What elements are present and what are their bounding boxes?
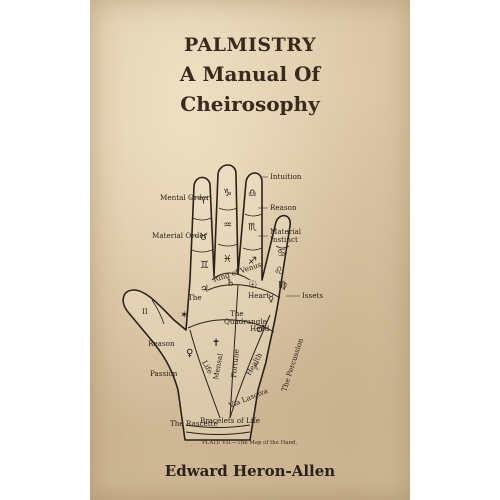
mars-icon: ♂ <box>256 324 265 335</box>
virgo-icon: ♍ <box>278 280 287 291</box>
label-bracelets: Bracelets of Life <box>200 416 260 425</box>
heart-line <box>207 284 281 299</box>
aries-icon: ♈ <box>199 196 208 207</box>
joint-ring-2 <box>242 247 263 251</box>
joint-ring-1 <box>244 213 263 217</box>
label-material-instinct-1: Material <box>270 227 302 236</box>
palm-map-illustration: Mental Order Material Order Intuition Re… <box>122 164 323 446</box>
mercury-icon: ☿ <box>268 294 274 305</box>
author-name: Edward Heron-Allen <box>164 462 336 480</box>
venus-icon: ♀ <box>186 348 193 359</box>
scorpio-icon: ♏ <box>248 222 257 233</box>
label-the-percussion: The Percussion <box>279 337 305 393</box>
label-fortune: Fortune <box>229 349 241 379</box>
label-reason-finger: Reason <box>270 203 297 212</box>
leo-icon: ♌ <box>274 266 283 277</box>
book-cover: PALMISTRY A Manual Of Cheirosophy <box>90 0 410 500</box>
label-heart: Heart <box>248 291 269 300</box>
label-head: Head <box>250 324 270 333</box>
life-line <box>189 329 221 419</box>
sagittarius-icon: ♐ <box>248 256 257 267</box>
aquarius-icon: ♒ <box>223 220 232 231</box>
joint-little-1 <box>275 245 290 249</box>
label-quadrangle-1: The <box>230 309 244 318</box>
sun-icon: ☉ <box>248 280 257 291</box>
fortune-line <box>229 284 239 419</box>
joint-middle-1 <box>218 207 238 211</box>
health-line <box>229 314 271 419</box>
pisces-icon: ♓ <box>223 254 232 265</box>
label-issets: Issets <box>302 291 323 300</box>
joint-index-2 <box>191 249 213 253</box>
ring-of-venus <box>211 272 251 281</box>
cancer-icon: ♋ <box>277 248 286 259</box>
label-material-order: Material Order <box>152 231 208 240</box>
joint-thumb <box>151 299 165 325</box>
bracelet-2 <box>185 431 251 435</box>
libra-icon: ♎ <box>248 188 257 199</box>
plate-caption: PLATE VII.—The Map of the Hand. <box>202 440 298 446</box>
title-line-3: Cheirosophy <box>180 92 320 116</box>
hand-outline <box>122 164 291 441</box>
label-passion: Passion <box>150 369 178 378</box>
cross-icon: ✝ <box>212 338 220 349</box>
taurus-icon: ♉ <box>199 232 208 243</box>
star-icon: ✶ <box>180 310 188 321</box>
label-mental-order: Mental Order <box>160 193 210 202</box>
label-quadrangle-2: Quadrangle <box>224 317 267 326</box>
label-intuition: Intuition <box>270 172 302 181</box>
gemini-icon: ♊ <box>200 260 209 271</box>
head-line <box>187 319 275 333</box>
label-reason: Reason <box>148 339 175 348</box>
label-the-rascette: The Rascette <box>170 419 218 428</box>
label-material-instinct-2: Instinct <box>270 235 298 244</box>
title-line-1: PALMISTRY <box>183 34 317 56</box>
saturn-icon: ♄ <box>226 278 235 289</box>
bracelet-1 <box>185 424 251 428</box>
joint-index-1 <box>192 217 212 221</box>
title-line-2: A Manual Of <box>179 62 321 86</box>
label-the: The <box>188 293 202 302</box>
joint-middle-2 <box>217 243 239 247</box>
jupiter-icon: ♃ <box>200 284 209 295</box>
moon-icon: ☾ <box>254 362 263 373</box>
label-ii: II <box>142 307 148 316</box>
capricorn-icon: ♑ <box>223 188 232 199</box>
